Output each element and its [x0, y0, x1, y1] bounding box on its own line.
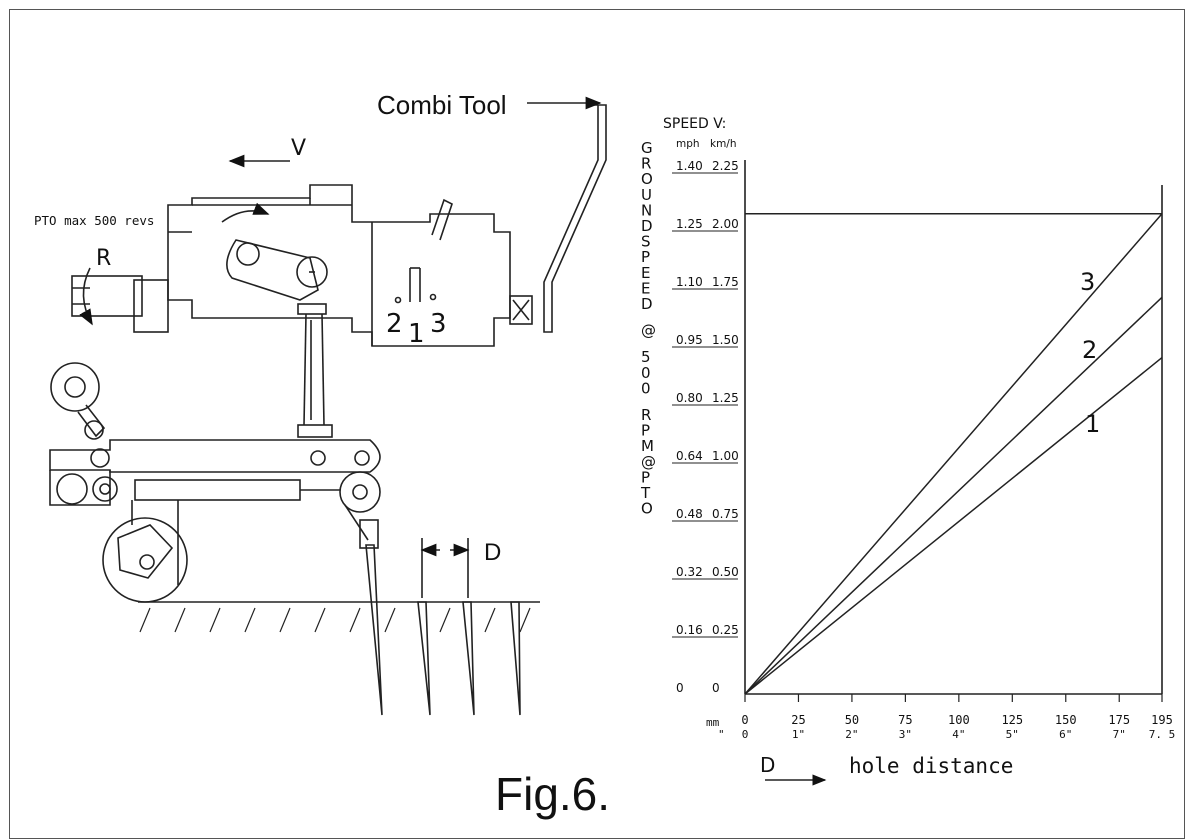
tine-2 [417, 601, 431, 716]
y-axis-title-letter: O [641, 170, 653, 188]
x-unit-mm: mm [706, 716, 720, 729]
y-axis-title-letter: P [641, 422, 650, 440]
connecting-rod-top [297, 303, 327, 315]
x-tick-mm: 75 [898, 713, 912, 727]
damper-cylinder [134, 479, 301, 501]
y-axis-title-letter: E [641, 264, 650, 282]
y-axis-title-letter: R [641, 406, 651, 424]
y-tick-kmh: 1.25 [712, 391, 739, 405]
y-axis-title-letter: G [641, 139, 653, 157]
pto-shaft [71, 275, 143, 317]
x-tick-inch: 7. 5 [1149, 728, 1176, 741]
y-tick-mph: 0.64 [676, 449, 703, 463]
tine-1 [365, 544, 383, 716]
y-tick-mph: 0.16 [676, 623, 703, 637]
x-tick-inch: 4" [952, 728, 965, 741]
y-tick-mph: 0.80 [676, 391, 703, 405]
y-tick-kmh: 2.25 [712, 159, 739, 173]
rotation-r-label: R [96, 246, 111, 271]
y-tick-mph: 1.10 [676, 275, 703, 289]
gearbox-housing [167, 184, 511, 347]
x-tick-inch: 0 [742, 728, 749, 741]
distance-d-label: D [484, 539, 501, 566]
x-tick-inch: 6" [1059, 728, 1072, 741]
pto-note: PTO max 500 revs [34, 213, 154, 228]
y-axis-title-letter: 0 [641, 364, 651, 382]
x-tick-mm: 50 [845, 713, 859, 727]
y-axis-title-letter: D [641, 295, 653, 313]
unit-mph: mph [676, 138, 700, 150]
y-axis-title-letter: 0 [641, 379, 651, 397]
x-tick-inch: 7" [1113, 728, 1126, 741]
gear-lever [431, 198, 453, 241]
y-axis-title-letter: M [641, 437, 654, 455]
gear-position-1: 1 [408, 319, 425, 349]
y-tick-mph: 0.95 [676, 333, 703, 347]
connecting-rod-bottom [297, 424, 333, 438]
x-tick-mm: 175 [1108, 713, 1130, 727]
series-label-1: 1 [1085, 410, 1100, 438]
y-axis-title-letter: P [641, 468, 650, 486]
series-line-3 [744, 213, 1163, 695]
x-tick-mm: 125 [1001, 713, 1023, 727]
unit-kmh: km/h [710, 138, 737, 150]
x-tick-mm: 150 [1055, 713, 1077, 727]
figure-title: Fig.6. [495, 768, 610, 820]
y-axis-title-letter: O [641, 500, 653, 518]
y-tick-mph: 1.40 [676, 159, 703, 173]
y-tick-mph: 1.25 [676, 217, 703, 231]
y-tick-kmh: 2.00 [712, 217, 739, 231]
y-axis-title-letter: U [641, 186, 652, 204]
speed-header: SPEED V: [663, 116, 726, 132]
combi-tool [543, 104, 607, 333]
y-axis-title-letter: @ [641, 322, 656, 340]
y-axis-title-letter: P [641, 248, 650, 266]
y-tick-mph: 0 [676, 681, 684, 695]
y-axis-title-letter: N [641, 201, 652, 219]
y-tick-mph: 0.32 [676, 565, 703, 579]
x-tick-mm: 100 [948, 713, 970, 727]
tine-4 [510, 601, 521, 716]
x-tick-inch: 1" [792, 728, 805, 741]
x-tick-inch: 5" [1006, 728, 1019, 741]
x-tick-mm: 0 [741, 713, 748, 727]
x-axis-label: hole distance [849, 754, 1013, 778]
roller [102, 517, 188, 603]
y-tick-kmh: 0 [712, 681, 720, 695]
y-tick-kmh: 0.75 [712, 507, 739, 521]
gear-position-3: 3 [430, 309, 447, 339]
y-axis-title-letter: R [641, 155, 651, 173]
y-tick-kmh: 1.50 [712, 333, 739, 347]
y-tick-mph: 0.48 [676, 507, 703, 521]
x-tick-inch: 3" [899, 728, 912, 741]
series-line-1 [744, 357, 1163, 695]
y-tick-kmh: 1.00 [712, 449, 739, 463]
speed-v-label: V [291, 136, 306, 161]
machine-drawing [49, 96, 607, 716]
combi-tool-label: Combi Tool [377, 90, 507, 120]
y-axis-title-letter: E [641, 279, 650, 297]
x-axis-symbol: D [760, 753, 775, 777]
y-tick-kmh: 0.50 [712, 565, 739, 579]
y-axis-title-letter: S [641, 233, 651, 251]
x-tick-inch: 2" [845, 728, 858, 741]
gear-position-2: 2 [386, 309, 403, 339]
series-label-2: 2 [1082, 336, 1097, 364]
y-axis-title-letter: 5 [641, 348, 651, 366]
y-axis-title-letter: D [641, 217, 653, 235]
series-label-3: 3 [1080, 268, 1095, 296]
y-axis-title-letter: @ [641, 453, 656, 471]
x-unit-inch: " [718, 728, 725, 741]
x-tick-mm: 25 [791, 713, 805, 727]
tine-3 [462, 601, 475, 716]
crank-arm [226, 239, 319, 301]
y-tick-kmh: 1.75 [712, 275, 739, 289]
y-axis-title-letter: T [640, 484, 651, 502]
series-line-2 [744, 296, 1163, 695]
x-tick-mm: 195 [1151, 713, 1173, 727]
y-tick-kmh: 0.25 [712, 623, 739, 637]
